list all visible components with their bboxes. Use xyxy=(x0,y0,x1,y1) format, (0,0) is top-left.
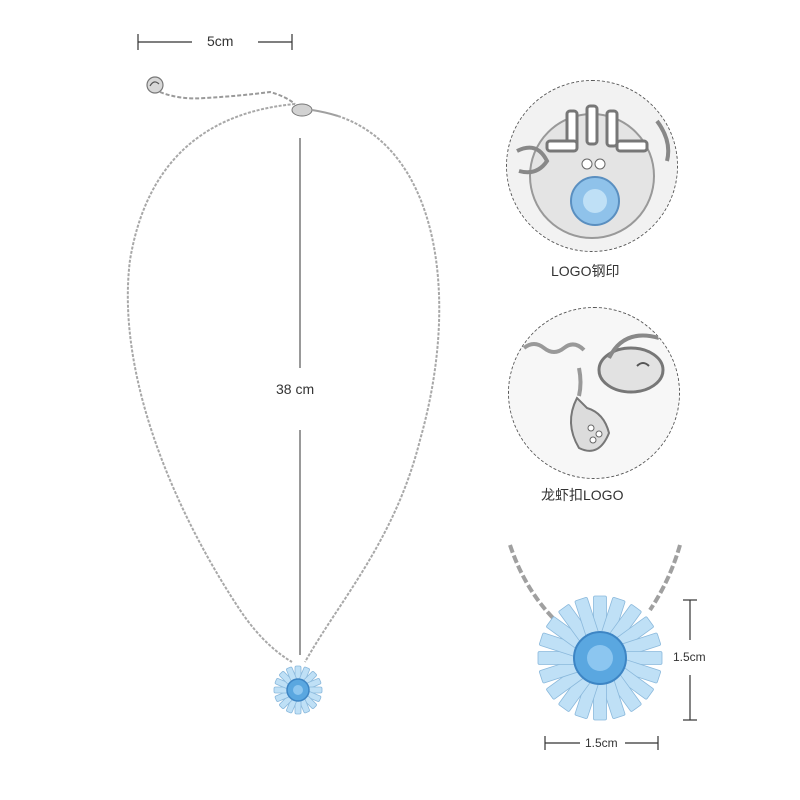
chain-width-label: 5cm xyxy=(207,33,234,49)
pendant-height-marker xyxy=(683,599,697,721)
lobster-clasp xyxy=(291,103,339,117)
chain-length-label: 38 cm xyxy=(276,381,315,397)
lobster-clasp-detail xyxy=(508,307,680,479)
lobster-clasp-image xyxy=(509,308,679,478)
main-pendant xyxy=(273,665,323,715)
main-chain xyxy=(126,103,441,663)
width-dimension-marker xyxy=(137,34,293,50)
logo-stamp-detail xyxy=(506,80,678,252)
pendant-height-label: 1.5cm xyxy=(673,650,706,664)
pendant-width-label: 1.5cm xyxy=(585,736,618,750)
extender-chain xyxy=(159,90,296,105)
swan-logo-tag xyxy=(146,76,164,94)
lobster-clasp-caption: 龙虾扣LOGO xyxy=(541,487,624,503)
pendant-width-marker xyxy=(544,736,659,750)
logo-stamp-image xyxy=(507,81,677,251)
pendant-closeup xyxy=(508,544,697,750)
logo-stamp-caption: LOGO钢印 xyxy=(551,263,620,279)
